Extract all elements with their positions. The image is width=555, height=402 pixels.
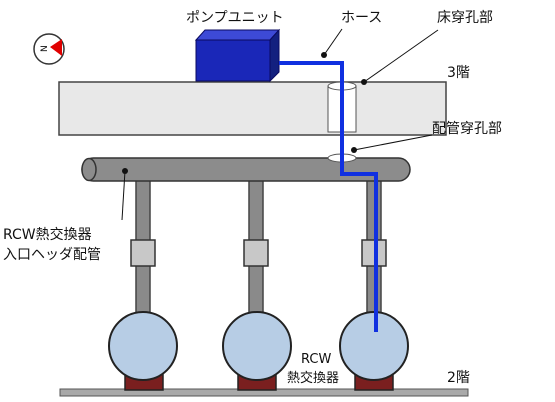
hose-line xyxy=(279,61,378,332)
label-hose: ホース xyxy=(341,10,382,26)
label-pipe-penetration: 配管穿孔部 xyxy=(432,121,502,137)
label-rcw-header-line2: 入口ヘッダ配管 xyxy=(3,247,101,263)
compass-arrow xyxy=(50,39,62,56)
compass-letter: N xyxy=(40,45,50,52)
label-rcw-hx-line1: RCW xyxy=(301,352,331,367)
heat-exchangers xyxy=(108,311,409,381)
label-rcw-hx-line2: 熱交換器 xyxy=(287,370,339,386)
flange-left xyxy=(130,239,156,267)
pipe-flanges xyxy=(130,239,387,267)
leader-dots xyxy=(122,52,367,174)
heat-exchanger-middle xyxy=(222,311,292,381)
header-pipe-end xyxy=(81,157,97,182)
label-floor-3: 3階 xyxy=(447,65,470,81)
label-floor-2: 2階 xyxy=(447,370,470,386)
pump-unit xyxy=(194,28,281,83)
inlet-header-pipe xyxy=(81,157,411,182)
compass-icon: N xyxy=(33,33,65,65)
label-rcw-header-line1: RCW熱交換器 xyxy=(3,226,92,243)
label-pump-unit: ポンプユニット xyxy=(186,10,284,26)
label-floor-penetration: 床穿孔部 xyxy=(437,10,493,26)
flange-middle xyxy=(243,239,269,267)
heat-exchanger-left xyxy=(108,311,178,381)
leader-lines xyxy=(121,28,439,221)
floor-3-slab xyxy=(58,81,447,136)
